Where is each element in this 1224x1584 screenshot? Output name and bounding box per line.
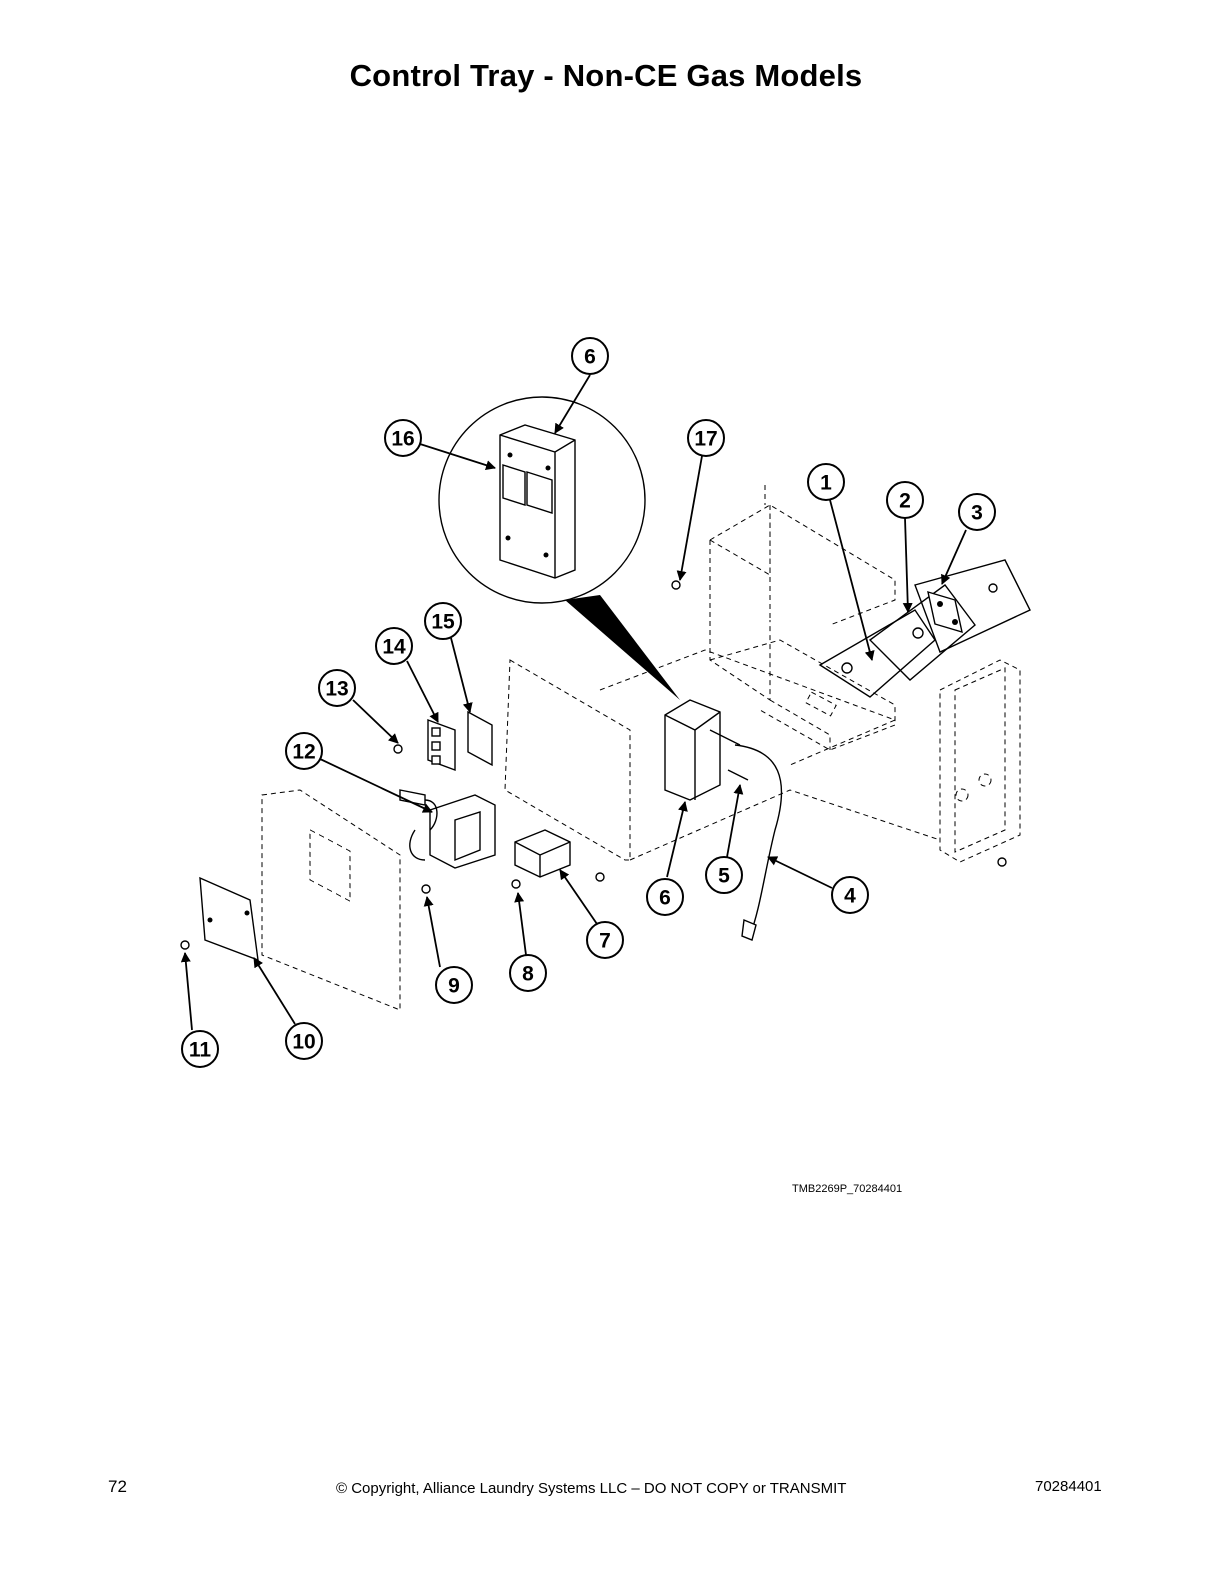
callout-10: 10 bbox=[285, 1022, 323, 1060]
svg-text:6: 6 bbox=[659, 887, 671, 910]
svg-text:4: 4 bbox=[844, 885, 856, 908]
figure-code: TMB2269P_70284401 bbox=[792, 1183, 903, 1195]
svg-text:3: 3 bbox=[971, 502, 983, 525]
screws bbox=[180, 580, 1007, 950]
relay bbox=[514, 829, 571, 878]
callout-8: 8 bbox=[509, 954, 547, 992]
callout-1: 1 bbox=[807, 463, 845, 501]
valve-plug-kit bbox=[818, 559, 1031, 698]
callout-4: 4 bbox=[831, 876, 869, 914]
ignition-lead-wire bbox=[734, 744, 783, 941]
page-title: Control Tray - Non-CE Gas Models bbox=[349, 58, 863, 93]
svg-text:17: 17 bbox=[694, 428, 717, 451]
svg-text:12: 12 bbox=[292, 741, 315, 764]
side-panel bbox=[939, 659, 1021, 863]
svg-text:10: 10 bbox=[292, 1031, 315, 1054]
svg-text:16: 16 bbox=[391, 428, 414, 451]
front-cover-panel bbox=[261, 789, 401, 1011]
leader-lines bbox=[180, 374, 967, 1031]
callout-13: 13 bbox=[318, 669, 356, 707]
callout-11: 11 bbox=[181, 1030, 219, 1068]
callout-7: 7 bbox=[586, 921, 624, 959]
callout-3: 3 bbox=[958, 493, 996, 531]
svg-text:9: 9 bbox=[448, 975, 460, 998]
document-number: 70284401 bbox=[1035, 1478, 1102, 1495]
terminal-bracket bbox=[467, 710, 493, 767]
access-cover-plate bbox=[199, 876, 259, 962]
svg-text:13: 13 bbox=[325, 678, 348, 701]
callout-2: 2 bbox=[886, 481, 924, 519]
ignition-module bbox=[664, 699, 721, 801]
callout-9: 9 bbox=[435, 966, 473, 1004]
svg-text:14: 14 bbox=[382, 636, 406, 659]
callout-16: 16 bbox=[384, 419, 422, 457]
terminal-block bbox=[427, 718, 456, 772]
copyright-notice: © Copyright, Alliance Laundry Systems LL… bbox=[336, 1480, 847, 1497]
callout-6-bottom: 6 bbox=[646, 878, 684, 916]
svg-text:8: 8 bbox=[522, 963, 534, 986]
svg-text:6: 6 bbox=[584, 346, 596, 369]
svg-text:1: 1 bbox=[820, 472, 832, 495]
transformer bbox=[399, 789, 496, 869]
callout-15: 15 bbox=[424, 602, 462, 640]
callout-6-top: 6 bbox=[571, 337, 609, 375]
svg-text:11: 11 bbox=[189, 1039, 212, 1062]
svg-text:15: 15 bbox=[431, 611, 455, 634]
svg-text:5: 5 bbox=[718, 865, 730, 888]
module-inset bbox=[438, 396, 680, 700]
callout-14: 14 bbox=[375, 627, 413, 665]
mounting-plate bbox=[504, 649, 941, 861]
control-tray-box bbox=[709, 485, 896, 751]
callout-5: 5 bbox=[705, 856, 743, 894]
ground-wire bbox=[709, 729, 749, 781]
callout-17: 17 bbox=[687, 419, 725, 457]
svg-text:7: 7 bbox=[599, 930, 611, 953]
page-number: 72 bbox=[108, 1477, 127, 1496]
callout-12: 12 bbox=[285, 732, 323, 770]
svg-text:2: 2 bbox=[899, 490, 911, 513]
